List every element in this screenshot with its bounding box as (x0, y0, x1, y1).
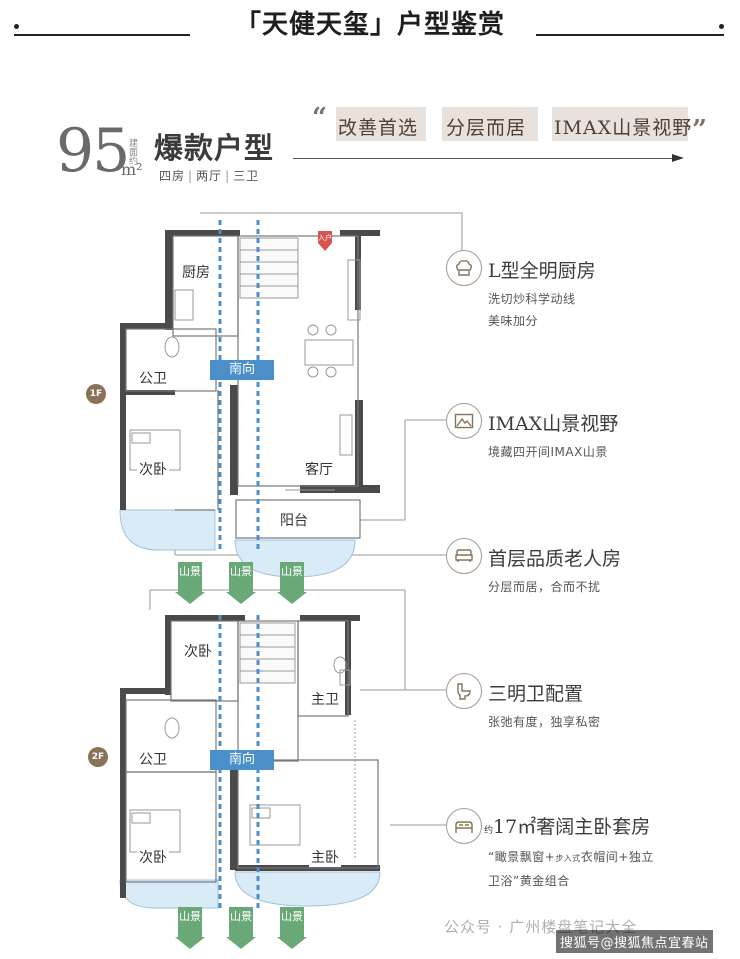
toilet-icon (446, 673, 482, 709)
unit-area-unit: m² (121, 160, 143, 179)
mountain-view-arrow-5: 山景 (226, 907, 256, 951)
mountain-view-arrow-2: 山景 (226, 562, 256, 606)
feature-1-desc: 洗切炒科学动线 美味加分 (488, 292, 576, 328)
floor-tag-2f: 2F (88, 747, 108, 767)
open-quote: “ (312, 103, 327, 133)
slogan-1: 改善首选 (338, 117, 419, 139)
chef-hat-icon (446, 250, 482, 286)
mountain-view-arrow-3: 山景 (277, 562, 307, 606)
room-living-1f: 客厅 (303, 459, 335, 479)
floorplan-2f (119, 615, 381, 910)
mountain-view-arrow-4: 山景 (175, 907, 205, 951)
header-rule-left (14, 34, 190, 36)
room-master-bath-2f: 主卫 (309, 689, 341, 709)
mountain-view-arrow-6: 山景 (277, 907, 307, 951)
feature-4-desc: 张弛有度，独享私密 (488, 715, 601, 729)
slogan-3: IMAX山景视野 (554, 117, 693, 139)
page-title: 「天健天玺」户型鉴赏 (234, 10, 505, 40)
feature-3-desc: 分层而居，合而不扰 (488, 580, 601, 594)
feature-1-title: L型全明厨房 (488, 260, 596, 282)
layout-title: 爆款户型 (154, 131, 275, 165)
south-badge-1f: 南向 (210, 360, 274, 380)
room-bath-1f: 公卫 (137, 368, 169, 388)
mountain-view-icon (446, 403, 482, 439)
room-master-2f: 主卧 (309, 847, 341, 867)
feature-2-desc: 境藏四开间IMAX山景 (488, 445, 608, 459)
layout-spec: 四房|两厅|三卫 (159, 169, 260, 183)
room-bath-2f: 公卫 (137, 749, 169, 769)
feature-5-title: 约17㎡奢阔主卧套房 (484, 816, 651, 838)
south-badge-2f: 南向 (210, 750, 274, 770)
slogan-2: 分层而居 (446, 117, 527, 139)
header-rule-right (536, 34, 724, 36)
slogan-banner: “ 改善首选 分层而居 IMAX山景视野 ” (298, 103, 708, 153)
feature-4-title: 三明卫配置 (488, 683, 584, 705)
watermark-source: 搜狐号@搜狐焦点宜春站 (556, 930, 713, 953)
heading-arrow-icon (672, 154, 684, 162)
feature-2-title: IMAX山景视野 (488, 413, 619, 435)
entry-label: 入户 (318, 233, 332, 242)
sofa-icon (446, 538, 482, 574)
mountain-view-arrow-1: 山景 (175, 562, 205, 606)
room-bedroom-2f: 次卧 (137, 847, 169, 867)
close-quote: ” (692, 115, 707, 145)
header-dot-right (719, 24, 724, 29)
bed-icon (446, 808, 482, 844)
floor-tag-1f: 1F (86, 384, 106, 404)
feature-3-title: 首层品质老人房 (488, 548, 622, 570)
header-dot-left (14, 24, 19, 29)
room-kitchen-1f: 厨房 (180, 262, 212, 282)
floorplan-1f: 入户 (119, 220, 380, 578)
room-bedroom-top-2f: 次卧 (182, 641, 214, 661)
room-bedroom-1f: 次卧 (137, 459, 169, 479)
feature-5-desc: “瞰景飘窗+步入式衣帽间+独立 卫浴”黄金组合 (488, 850, 654, 888)
room-balcony-1f: 阳台 (278, 510, 310, 530)
heading-rule (293, 158, 673, 159)
unit-area-prefix: 建面约 (127, 138, 137, 165)
unit-area: 95 (56, 116, 130, 186)
